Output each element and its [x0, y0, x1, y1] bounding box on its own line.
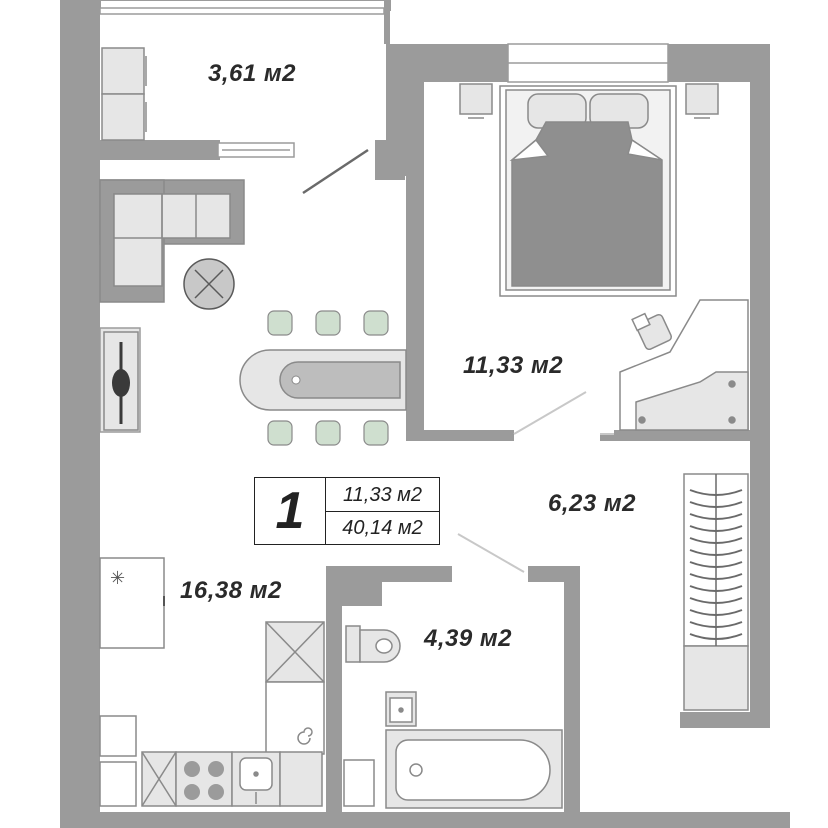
- dining-table: [239, 349, 407, 411]
- wardrobe-hangers: [689, 489, 743, 640]
- dining-chair: [315, 420, 341, 446]
- washbasin: [385, 691, 417, 727]
- apartment-summary: 1 11,33 м2 40,14 м2: [254, 477, 440, 545]
- balcony-area-label: 3,61 м2: [208, 60, 296, 87]
- dining-chair: [363, 420, 389, 446]
- dining-chair: [315, 310, 341, 336]
- balcony-door: [217, 142, 369, 195]
- coffee-table: [183, 258, 235, 310]
- fridge: ✳: [99, 557, 165, 649]
- dining-chair: [363, 310, 389, 336]
- bedroom-door: [513, 391, 614, 435]
- balcony-shelves: [101, 47, 147, 141]
- tv: [103, 331, 139, 431]
- living-area-value: 11,33 м2: [326, 478, 439, 512]
- outer-wall-left: [60, 0, 100, 828]
- nightstands: [459, 83, 719, 119]
- walls: [60, 0, 790, 828]
- toilet: [345, 625, 401, 663]
- desk: [619, 299, 749, 431]
- hall-area-label: 6,23 м2: [548, 490, 636, 517]
- rooms-count: 1: [255, 478, 326, 544]
- desk-chair: [631, 312, 673, 351]
- dining-chair: [267, 310, 293, 336]
- bedroom-area-label: 11,33 м2: [463, 352, 564, 379]
- total-area-value: 40,14 м2: [342, 517, 423, 539]
- bathroom-area-label: 4,39 м2: [424, 625, 512, 652]
- bathroom-shelf: [343, 759, 375, 807]
- bathtub: [385, 729, 563, 809]
- outer-wall-bottom: [60, 812, 790, 828]
- bathroom-door: [457, 533, 525, 573]
- svg-text:✳: ✳: [110, 568, 125, 589]
- sofa: [99, 179, 245, 303]
- living-kitchen-area-label: 16,38 м2: [180, 577, 282, 604]
- double-bed: [499, 85, 677, 297]
- kitchen-sink: [239, 757, 273, 804]
- dining-chairs: [267, 310, 389, 446]
- kitchen-tall-cabinet: [265, 621, 325, 755]
- dining-chair: [267, 420, 293, 446]
- stove: [184, 761, 224, 800]
